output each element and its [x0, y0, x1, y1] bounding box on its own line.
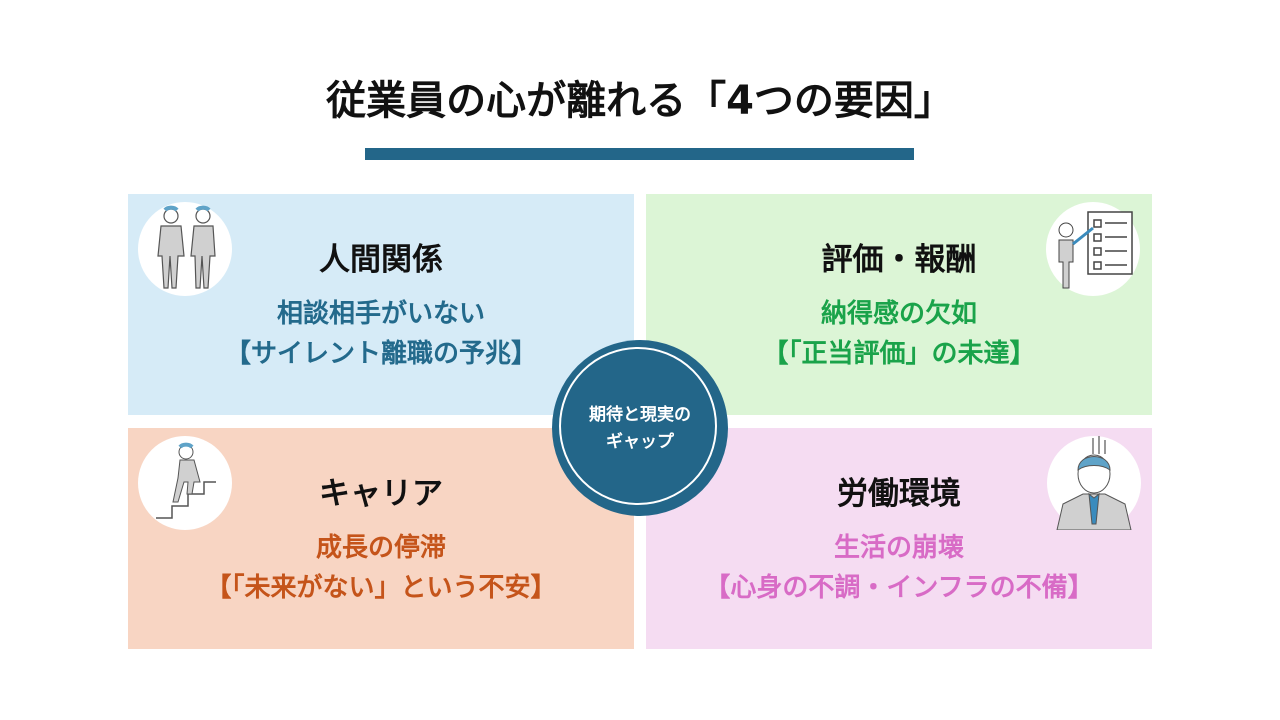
- page-title: 従業員の心が離れる「4つの要因」: [326, 78, 954, 124]
- quadrant-heading: 評価・報酬: [821, 242, 977, 278]
- two-people-talking-icon: [138, 202, 232, 296]
- quadrant-subtitle: 生活の崩壊: [833, 533, 964, 563]
- quadrant-detail: 【「未来がない」という不安】: [205, 573, 557, 603]
- quadrant-detail: 【心身の不調・インフラの不備】: [704, 573, 1094, 603]
- depressed-worker-icon: [1047, 436, 1141, 531]
- quadrant-heading: キャリア: [319, 476, 443, 512]
- quadrant-heading: 労働環境: [837, 476, 961, 512]
- quadrant-detail: 【「正当評価」の未達】: [762, 339, 1036, 369]
- checklist-person-icon: [1046, 202, 1140, 296]
- quadrant-detail: 【サイレント離職の予兆】: [224, 339, 537, 369]
- quadrant-subtitle: 成長の停滞: [315, 533, 446, 563]
- quadrant-subtitle: 納得感の欠如: [820, 299, 977, 329]
- quadrant-career: キャリア 成長の停滞 【「未来がない」という不安】: [128, 428, 634, 649]
- center-ring: [559, 347, 717, 505]
- quadrant-work-environment: 労働環境 生活の崩壊 【心身の不調・インフラの不備】: [646, 428, 1152, 649]
- title-underline: [365, 148, 914, 160]
- person-climbing-stairs-icon: [138, 436, 232, 530]
- quadrant-evaluation: 評価・報酬 納得感の欠如 【「正当評価」の未達】: [646, 194, 1152, 415]
- center-gap-circle: 期待と現実の ギャップ: [552, 340, 728, 516]
- quadrant-relationships: 人間関係 相談相手がいない 【サイレント離職の予兆】: [128, 194, 634, 415]
- center-label-line2: ギャップ: [606, 432, 674, 452]
- quadrant-subtitle: 相談相手がいない: [276, 299, 485, 329]
- quadrant-heading: 人間関係: [319, 242, 443, 278]
- center-label-line1: 期待と現実の: [589, 405, 691, 425]
